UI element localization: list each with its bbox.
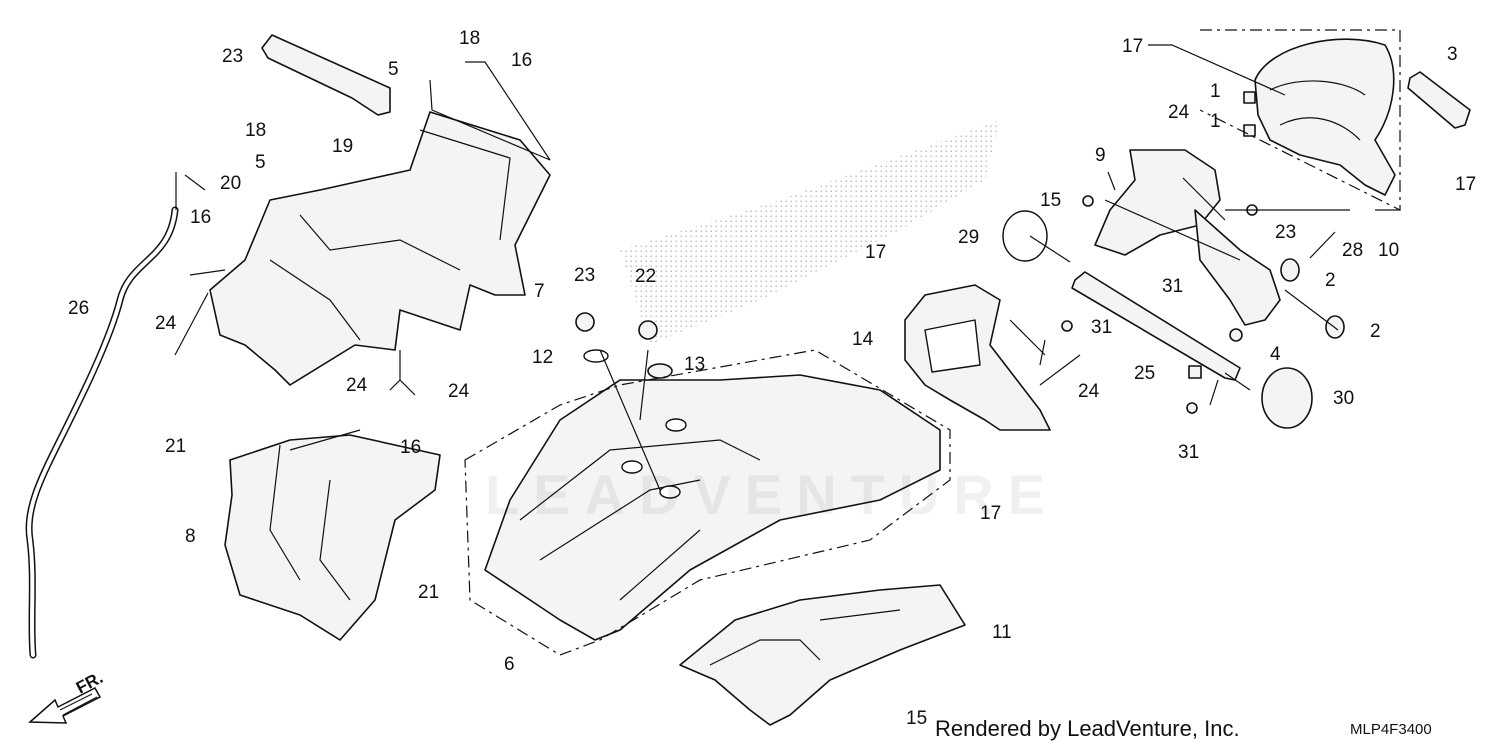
callout-25: 25	[1134, 363, 1155, 384]
part-31-nut-a	[1061, 320, 1073, 332]
part-14-bracket-inner	[924, 319, 981, 373]
callout-4: 4	[1270, 344, 1281, 365]
callout-12: 12	[532, 347, 553, 368]
part-10-taillight	[1254, 38, 1396, 196]
part-28-bolt	[1309, 231, 1336, 259]
part-27-handle	[261, 34, 391, 116]
callout-27: 23	[222, 46, 243, 67]
callout-7: 7	[534, 281, 545, 302]
callout-1-b: 1	[1210, 111, 1221, 132]
part-8-cover-inner	[269, 444, 351, 601]
callout-30: 31	[1162, 276, 1183, 297]
part-8-cover	[224, 434, 441, 641]
direction-label: FR.	[73, 668, 106, 698]
callout-21-bottom: 21	[418, 582, 439, 603]
part-1-pad-b	[1243, 124, 1256, 137]
callout-6: 6	[504, 654, 515, 675]
part-9-bracket	[1094, 149, 1221, 256]
part-6-hole-c	[659, 485, 681, 499]
callout-13: 13	[684, 354, 705, 375]
part-6-hole-b	[621, 460, 643, 474]
part-6-fender-inner	[519, 439, 761, 601]
fender-assembly-outline	[464, 349, 951, 656]
callout-22: 23	[1275, 222, 1296, 243]
callout-29-bottom: 30	[1333, 388, 1354, 409]
callout-10: 10	[1378, 240, 1399, 261]
callout-15-mid: 15	[1040, 190, 1061, 211]
part-23-nut-a	[575, 312, 595, 332]
callout-24-right: 24	[1078, 381, 1100, 402]
part-26-hose	[25, 206, 179, 659]
callout-17-top: 17	[1122, 36, 1143, 57]
callout-28: 28	[1342, 240, 1363, 261]
callout-31-top: 31	[1091, 317, 1112, 338]
callout-18-top: 18	[459, 28, 480, 49]
footer-credit: Rendered by LeadVenture, Inc.	[935, 716, 1240, 741]
part-13-grommet	[647, 363, 673, 379]
watermark: LEADVENTURE	[485, 463, 1060, 526]
part-7-tray-inner	[269, 129, 511, 341]
callout-18-mid: 18	[245, 120, 266, 141]
callout-31-bottom: 31	[1178, 442, 1199, 463]
callout-24-mid: 24	[448, 381, 470, 402]
part-31-nut-b	[1186, 402, 1198, 414]
callout-8: 8	[185, 526, 196, 547]
callout-5-top: 5	[388, 59, 399, 80]
part-15-bolt-upper	[1082, 195, 1094, 207]
part-2-grommet-a	[1280, 258, 1300, 282]
callout-17-bottom: 17	[980, 503, 1001, 524]
callout-29-top: 29	[958, 227, 979, 248]
callout-17-right: 17	[1455, 174, 1476, 195]
part-26-hose-core	[27, 208, 177, 657]
taillight-assembly-outline	[1199, 29, 1401, 211]
part-3-reflector	[1407, 71, 1471, 129]
part-29-disc-upper	[1002, 210, 1048, 262]
part-11-subframe	[679, 584, 966, 726]
part-29-disc-lower	[1261, 367, 1313, 429]
diagram-code: MLP4F3400	[1350, 721, 1432, 738]
callout-21-top: 21	[165, 436, 186, 457]
part-4-collar	[1229, 328, 1243, 342]
callout-2-b: 2	[1370, 321, 1381, 342]
callout-20: 20	[220, 173, 241, 194]
callout-24-light: 24	[1168, 102, 1190, 123]
dotted-shading	[620, 120, 1000, 345]
part-7-tray	[209, 111, 551, 386]
part-23-nut-b	[638, 320, 658, 340]
part-12-washer	[583, 349, 609, 363]
callout-16-top: 16	[511, 50, 532, 71]
callout-24-left: 24	[155, 313, 177, 334]
callout-15-bottom: 15	[906, 708, 927, 729]
callout-16-lower: 16	[400, 437, 421, 458]
callout-5-mid: 5	[255, 152, 266, 173]
callout-16-left: 16	[190, 207, 211, 228]
part-10-taillight-inner	[1269, 80, 1366, 141]
front-direction-arrow: FR.	[28, 668, 106, 724]
leader-lines	[174, 44, 1400, 491]
callout-11: 11	[992, 622, 1012, 643]
callout-14: 14	[852, 329, 874, 350]
part-6-hole-a	[665, 418, 687, 432]
callout-1-a: 1	[1210, 81, 1221, 102]
part-1-pad-a	[1243, 91, 1256, 104]
callout-3: 3	[1447, 44, 1458, 65]
callout-26: 26	[68, 298, 89, 319]
callout-23-right: 22	[635, 266, 656, 287]
callout-2-a: 2	[1325, 270, 1336, 291]
callout-9: 9	[1095, 145, 1106, 166]
callout-23-left: 23	[574, 265, 595, 286]
callout-17-mid: 17	[865, 242, 886, 263]
part-9-arm	[1194, 209, 1281, 326]
callout-24-tray: 24	[346, 375, 368, 396]
callout-19: 19	[332, 136, 353, 157]
part-11-subframe-inner	[709, 609, 901, 666]
part-25-collar	[1188, 365, 1202, 379]
callout-labels: 23 18 5 16 18 19 5 20 16 7 26 24 24 24 2…	[68, 28, 1476, 729]
